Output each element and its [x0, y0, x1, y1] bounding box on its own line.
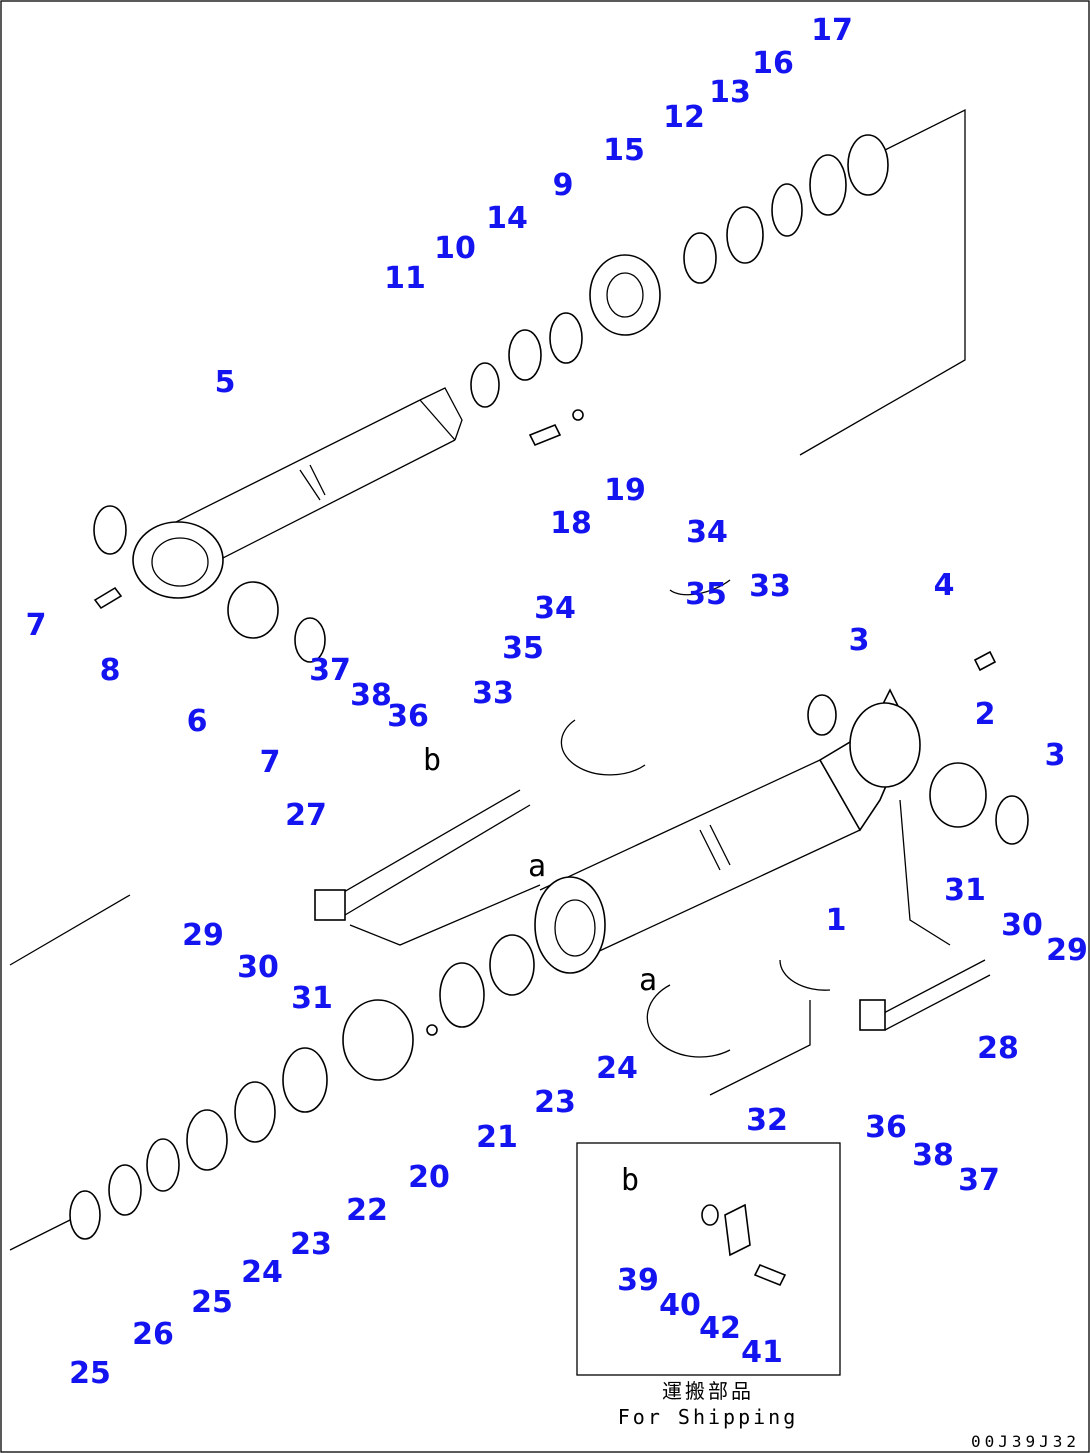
callout-8: 8	[100, 653, 121, 688]
inset-caption-en: For Shipping	[618, 1405, 799, 1429]
callout-41: 41	[741, 1335, 783, 1370]
callout-33: 33	[472, 676, 514, 711]
callout-b: b	[423, 743, 441, 778]
callout-35: 35	[685, 577, 727, 612]
callout-36: 36	[387, 699, 429, 734]
callout-34: 34	[534, 591, 576, 626]
callout-42: 42	[699, 1311, 741, 1346]
callout-35: 35	[502, 631, 544, 666]
callout-27: 27	[285, 798, 327, 833]
callout-31: 31	[944, 873, 986, 908]
callout-11: 11	[384, 261, 426, 296]
callout-31: 31	[291, 981, 333, 1016]
callout-6: 6	[187, 704, 208, 739]
callout-37: 37	[309, 653, 351, 688]
callout-19: 19	[604, 473, 646, 508]
callout-38: 38	[350, 678, 392, 713]
callout-2: 2	[975, 697, 996, 732]
callout-12: 12	[663, 100, 705, 135]
callout-13: 13	[709, 75, 751, 110]
callout-29: 29	[1046, 933, 1088, 968]
callout-38: 38	[912, 1138, 954, 1173]
callout-5: 5	[215, 365, 236, 400]
callout-32: 32	[746, 1103, 788, 1138]
callout-29: 29	[182, 918, 224, 953]
callout-14: 14	[486, 201, 528, 236]
callout-40: 40	[659, 1288, 701, 1323]
callout-b: b	[621, 1163, 639, 1198]
callout-23: 23	[534, 1085, 576, 1120]
callout-7: 7	[26, 608, 47, 643]
callout-34: 34	[686, 515, 728, 550]
callout-24: 24	[596, 1051, 638, 1086]
callout-28: 28	[977, 1031, 1019, 1066]
callout-7: 7	[260, 745, 281, 780]
callout-24: 24	[241, 1255, 283, 1290]
callout-15: 15	[603, 133, 645, 168]
callout-16: 16	[752, 46, 794, 81]
callout-17: 17	[811, 13, 853, 48]
callout-a: a	[639, 963, 657, 998]
callout-4: 4	[934, 568, 955, 603]
callout-37: 37	[958, 1163, 1000, 1198]
callout-25: 25	[69, 1356, 111, 1391]
callout-1: 1	[826, 903, 847, 938]
piston-rod-assembly	[93, 108, 966, 663]
callout-9: 9	[553, 168, 574, 203]
shipping-parts-inset: 運搬部品 For Shipping	[576, 1142, 841, 1429]
callout-3: 3	[849, 623, 870, 658]
callout-23: 23	[290, 1227, 332, 1262]
cylinder-tube-assembly	[9, 579, 1029, 1251]
callout-3: 3	[1045, 738, 1066, 773]
callout-33: 33	[749, 569, 791, 604]
callout-10: 10	[434, 231, 476, 266]
callout-22: 22	[346, 1193, 388, 1228]
inset-caption-jp: 運搬部品	[662, 1379, 754, 1403]
callout-30: 30	[1001, 908, 1043, 943]
callout-39: 39	[617, 1263, 659, 1298]
drawing-code: 00J39J32	[971, 1432, 1080, 1451]
callout-21: 21	[476, 1120, 518, 1155]
callout-20: 20	[408, 1160, 450, 1195]
callout-36: 36	[865, 1110, 907, 1145]
callout-25: 25	[191, 1285, 233, 1320]
callout-a: a	[528, 849, 546, 884]
callout-18: 18	[550, 506, 592, 541]
callout-30: 30	[237, 950, 279, 985]
callout-26: 26	[132, 1317, 174, 1352]
